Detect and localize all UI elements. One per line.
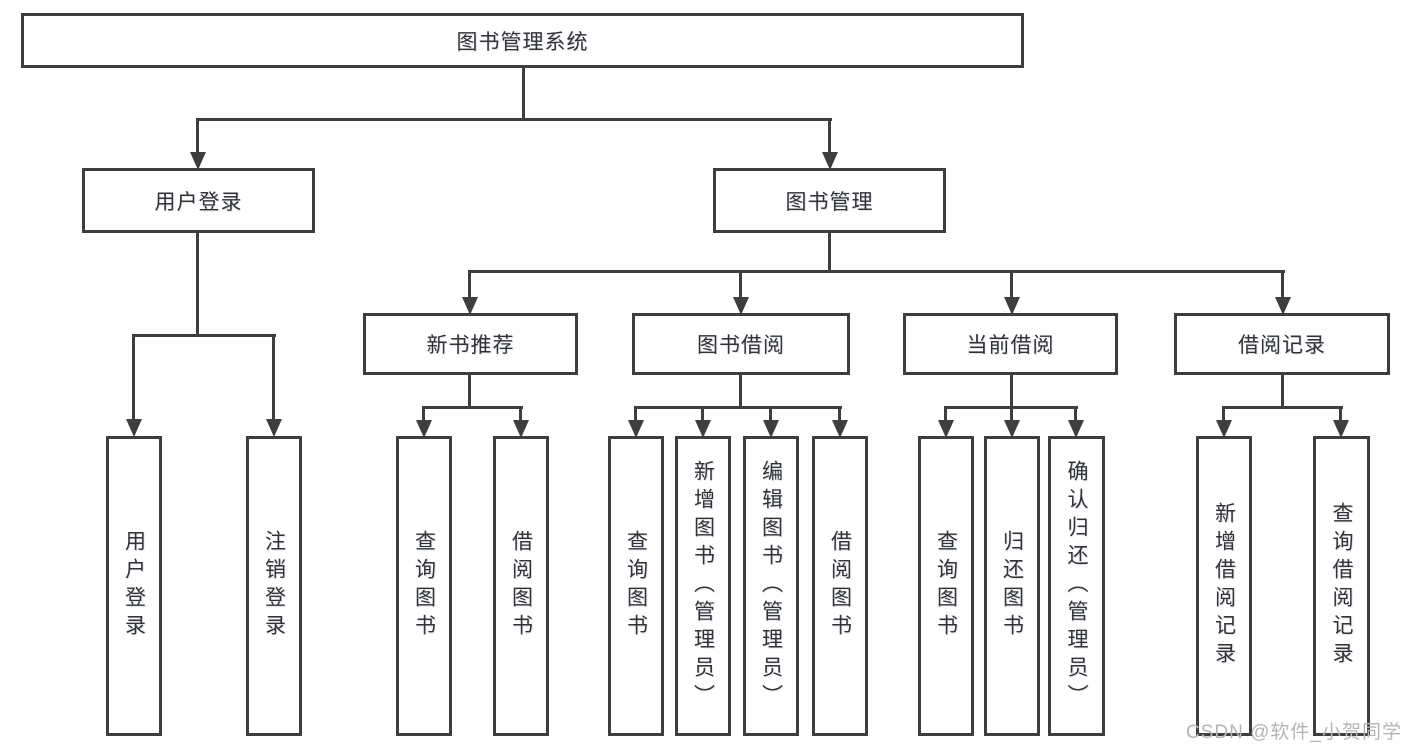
node-current-borrow-label: 当前借阅 [966, 334, 1055, 357]
leaf-return-books-label: 归还图书 [1000, 530, 1024, 642]
leaf-edit-books-admin: 编辑图书（管理员） [743, 436, 799, 736]
connector-vline [272, 335, 275, 421]
arrowhead-down-icon [695, 420, 711, 438]
node-book-borrow-label: 图书借阅 [697, 334, 785, 357]
connector-vline [828, 119, 831, 158]
leaf-user-login-label: 用户登录 [122, 530, 146, 642]
leaf-logout-label: 注销登录 [262, 530, 286, 642]
node-root: 图书管理系统 [21, 13, 1024, 68]
connector-hline [132, 334, 276, 337]
node-new-book-recommend-label: 新书推荐 [426, 334, 515, 357]
leaf-query-books-borrow-label: 查询图书 [624, 530, 648, 642]
connector-vline [701, 407, 704, 423]
leaf-confirm-return-admin-label: 确认归还（管理员） [1065, 460, 1088, 712]
leaf-query-books-current-label: 查询图书 [934, 530, 958, 642]
leaf-query-borrow-record-label: 查询借阅记录 [1330, 502, 1353, 670]
connector-vline [634, 407, 637, 423]
connector-vline [838, 407, 841, 423]
leaf-edit-books-admin-label: 编辑图书（管理员） [759, 460, 783, 712]
node-borrow-records: 借阅记录 [1174, 313, 1390, 375]
connector-vline [769, 407, 772, 423]
arrowhead-down-icon [763, 420, 779, 438]
node-user-login-label: 用户登录 [154, 190, 243, 214]
connector-vline [1281, 271, 1284, 302]
arrowhead-down-icon [1333, 420, 1349, 438]
arrowhead-down-icon [628, 420, 644, 438]
leaf-borrow-books: 借阅图书 [812, 436, 868, 736]
node-root-label: 图书管理系统 [456, 30, 589, 54]
connector-hline [468, 270, 1285, 273]
arrowhead-down-icon [1004, 420, 1020, 438]
leaf-logout: 注销登录 [246, 436, 302, 736]
connector-vline [1222, 407, 1225, 423]
node-user-login: 用户登录 [82, 168, 315, 233]
leaf-query-borrow-record: 查询借阅记录 [1313, 436, 1370, 736]
arrowhead-down-icon [1004, 297, 1020, 315]
node-book-management: 图书管理 [713, 168, 946, 233]
arrowhead-down-icon [126, 419, 142, 437]
leaf-add-books-admin-label: 新增图书（管理员） [691, 460, 715, 712]
watermark: CSDN @软件_小贺同学 [1186, 722, 1402, 743]
connector-vline [196, 233, 199, 337]
connector-vline [1010, 271, 1013, 302]
arrowhead-down-icon [513, 420, 529, 438]
leaf-query-books-current: 查询图书 [918, 436, 974, 736]
leaf-query-books-recommend-label: 查询图书 [412, 530, 436, 642]
node-borrow-records-label: 借阅记录 [1238, 334, 1326, 357]
arrowhead-down-icon [1275, 297, 1291, 315]
arrowhead-down-icon [1216, 420, 1232, 438]
connector-vline [944, 407, 947, 423]
connector-vline [1339, 407, 1342, 423]
connector-vline [1010, 407, 1013, 423]
node-book-management-label: 图书管理 [785, 190, 874, 214]
leaf-user-login: 用户登录 [106, 436, 162, 736]
connector-vline [1010, 375, 1013, 409]
node-book-borrow: 图书借阅 [632, 313, 850, 375]
connector-vline [468, 271, 471, 302]
connector-vline [739, 271, 742, 302]
connector-vline [1281, 375, 1284, 409]
node-new-book-recommend: 新书推荐 [363, 313, 578, 375]
connector-vline [1074, 407, 1077, 423]
connector-hline [422, 406, 523, 409]
connector-vline [422, 407, 425, 423]
connector-hline [944, 406, 1078, 409]
arrowhead-down-icon [822, 152, 838, 170]
leaf-borrow-books-recommend-label: 借阅图书 [509, 530, 533, 642]
arrowhead-down-icon [733, 297, 749, 315]
arrowhead-down-icon [832, 420, 848, 438]
connector-vline [132, 335, 135, 421]
leaf-add-borrow-record: 新增借阅记录 [1196, 436, 1252, 736]
connector-hline [1222, 406, 1343, 409]
connector-vline [522, 68, 525, 121]
arrowhead-down-icon [190, 152, 206, 170]
connector-vline [196, 119, 199, 158]
node-current-borrow: 当前借阅 [903, 313, 1118, 375]
connector-vline [828, 233, 831, 273]
leaf-borrow-books-label: 借阅图书 [828, 530, 852, 642]
leaf-query-books-recommend: 查询图书 [396, 436, 452, 736]
leaf-add-books-admin: 新增图书（管理员） [675, 436, 731, 736]
arrowhead-down-icon [938, 420, 954, 438]
arrowhead-down-icon [1068, 420, 1084, 438]
connector-vline [519, 407, 522, 423]
connector-vline [468, 375, 471, 409]
arrowhead-down-icon [416, 420, 432, 438]
leaf-confirm-return-admin: 确认归还（管理员） [1048, 436, 1105, 736]
leaf-borrow-books-recommend: 借阅图书 [493, 436, 549, 736]
arrowhead-down-icon [266, 419, 282, 437]
arrowhead-down-icon [462, 297, 478, 315]
leaf-return-books: 归还图书 [984, 436, 1040, 736]
connector-vline [739, 375, 742, 409]
leaf-add-borrow-record-label: 新增借阅记录 [1212, 502, 1236, 670]
connector-hline [634, 406, 842, 409]
leaf-query-books-borrow: 查询图书 [608, 436, 664, 736]
connector-hline [196, 118, 832, 121]
